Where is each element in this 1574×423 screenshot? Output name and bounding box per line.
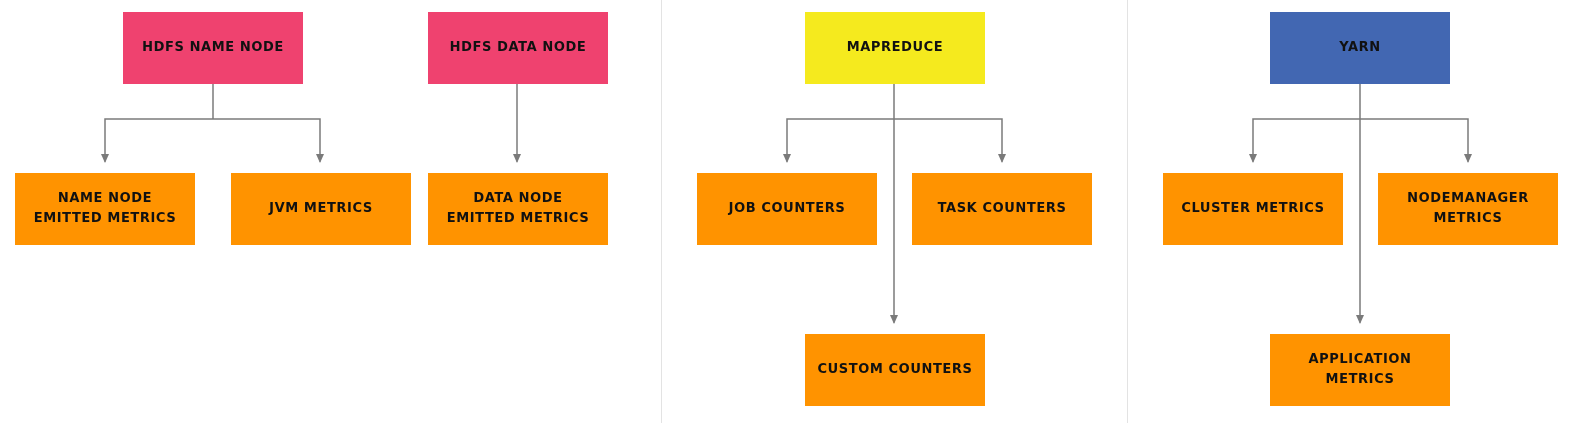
- name-node-emitted-metrics-box: NAME NODE EMITTED METRICS: [15, 173, 195, 245]
- mapreduce-label: MAPREDUCE: [846, 40, 944, 55]
- arrow-to-cluster-metrics: [1249, 118, 1360, 163]
- data-node-emitted-metrics-label: DATA NODE EMITTED METRICS: [446, 191, 590, 226]
- section-divider-left: [661, 0, 662, 423]
- task-counters-box: TASK COUNTERS: [912, 173, 1092, 245]
- jvm-metrics-label: JVM METRICS: [269, 201, 373, 216]
- application-metrics-label: APPLICATION METRICS: [1308, 352, 1412, 387]
- arrow-to-job-counters: [783, 118, 894, 163]
- cluster-metrics-label: CLUSTER METRICS: [1181, 201, 1325, 216]
- job-counters-label: JOB COUNTERS: [728, 201, 846, 216]
- application-metrics-box: APPLICATION METRICS: [1270, 334, 1450, 406]
- section-divider-right: [1127, 0, 1128, 423]
- mapreduce-box: MAPREDUCE: [805, 12, 985, 84]
- yarn-box: YARN: [1270, 12, 1450, 84]
- arrow-to-task-counters: [894, 118, 1006, 163]
- custom-counters-box: CUSTOM COUNTERS: [805, 334, 985, 406]
- task-counters-label: TASK COUNTERS: [937, 201, 1067, 216]
- arrow-to-nodemanager-metrics: [1360, 118, 1472, 163]
- arrow-to-jvm-metrics: [213, 118, 324, 163]
- name-node-emitted-metrics-label: NAME NODE EMITTED METRICS: [33, 191, 177, 226]
- hdfs-name-node-label: HDFS NAME NODE: [142, 40, 284, 55]
- hdfs-data-node-box: HDFS DATA NODE: [428, 12, 608, 84]
- custom-counters-label: CUSTOM COUNTERS: [817, 362, 973, 377]
- cluster-metrics-box: CLUSTER METRICS: [1163, 173, 1343, 245]
- nodemanager-metrics-box: NODEMANAGER METRICS: [1378, 173, 1558, 245]
- data-node-emitted-metrics-box: DATA NODE EMITTED METRICS: [428, 173, 608, 245]
- hdfs-data-node-label: HDFS DATA NODE: [449, 40, 587, 55]
- arrow-to-name-node-emitted-metrics: [101, 118, 213, 163]
- job-counters-box: JOB COUNTERS: [697, 173, 877, 245]
- yarn-label: YARN: [1339, 40, 1381, 55]
- jvm-metrics-box: JVM METRICS: [231, 173, 411, 245]
- nodemanager-metrics-label: NODEMANAGER METRICS: [1407, 191, 1529, 226]
- hdfs-name-node-box: HDFS NAME NODE: [123, 12, 303, 84]
